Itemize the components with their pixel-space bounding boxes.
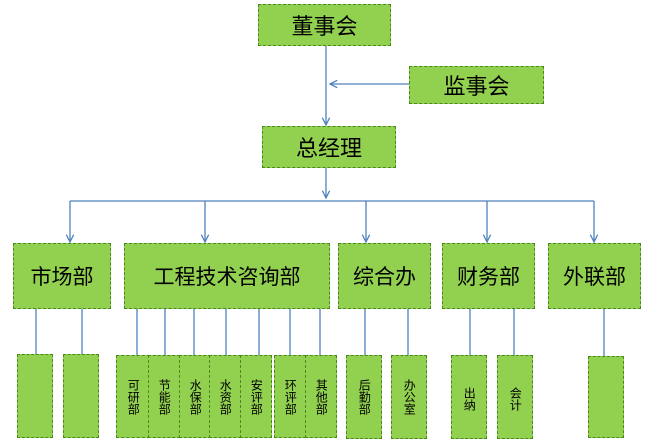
node-market-sub-1 [17,354,53,438]
node-fin-cashier: 出纳 [451,355,487,439]
node-general-office: 综合办 [338,243,431,309]
node-finance: 财务部 [442,243,535,309]
node-external: 外联部 [548,243,641,309]
node-board: 董事会 [258,4,391,46]
node-eng-feasibility: 可研部 [116,355,150,438]
node-fin-accounting: 会计 [497,355,533,439]
node-market-sub-2 [63,354,99,438]
node-market: 市场部 [13,243,111,309]
node-supervisory: 监事会 [409,66,544,104]
node-eng-water-resource: 水资部 [209,355,241,438]
node-eng-energy: 节能部 [148,355,180,438]
node-eng-safety: 安评部 [240,355,272,438]
node-office-admin: 办公室 [391,355,427,439]
node-eng-environment: 环评部 [274,355,306,438]
node-external-sub [588,356,624,438]
node-eng-water-soil: 水保部 [179,355,211,438]
node-engineering: 工程技术咨询部 [124,243,330,309]
node-gm: 总经理 [262,126,396,168]
node-office-logistics: 后勤部 [346,355,382,439]
node-eng-other: 其他部 [305,355,337,438]
